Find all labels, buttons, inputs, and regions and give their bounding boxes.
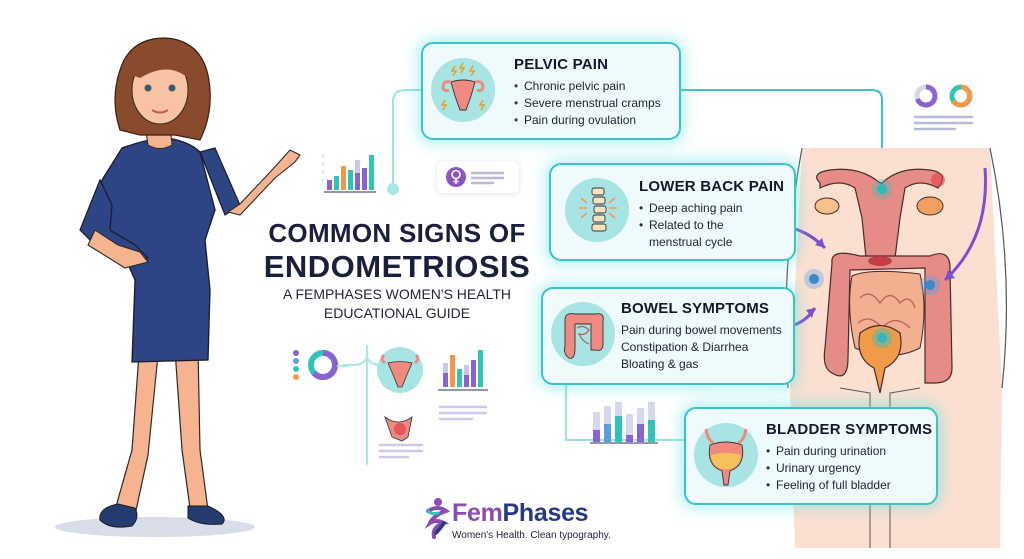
card-bladder-symptoms: BLADDER SYMPTOMS Pain during urination U…: [684, 407, 938, 505]
stacked-bar-chart: [590, 402, 658, 444]
right-shoe: [187, 505, 225, 525]
list-item: menstrual cycle: [639, 234, 742, 251]
brand-name-fem: Fem: [452, 499, 503, 527]
arrow-colon: [943, 167, 987, 282]
list-item: Related to the: [639, 217, 742, 234]
mini-bar: [334, 176, 339, 190]
card-list: Chronic pelvic pain Severe menstrual cra…: [514, 78, 661, 129]
list-item: Severe menstrual cramps: [514, 95, 661, 112]
mouth: [151, 109, 169, 114]
title-line2: ENDOMETRIOSIS: [263, 249, 531, 284]
card-heading: BOWEL SYMPTOMS: [621, 300, 770, 317]
page-title: COMMON SIGNS OF ENDOMETRIOSIS: [262, 218, 532, 285]
femphases-logo-icon: [424, 498, 450, 539]
card-heading: BLADDER SYMPTOMS: [766, 421, 933, 438]
list-item: Feeling of full bladder: [766, 477, 891, 494]
list-item: Bloating & gas: [621, 357, 699, 371]
hair-fringe: [132, 51, 191, 80]
connector-pelvic: [392, 89, 421, 188]
hotspots: [804, 179, 940, 348]
brand-tagline: Women's Health. Clean typography.: [452, 530, 611, 541]
list-item: Chronic pelvic pain: [514, 78, 661, 95]
mini-bar: [369, 155, 374, 190]
spine-icon: [565, 178, 629, 242]
right-hand: [226, 149, 301, 216]
subtitle-line2: EDUCATIONAL GUIDE: [323, 305, 471, 321]
venus-icon: [446, 167, 505, 187]
uterus-pain-icon: [431, 58, 495, 122]
connector-dot: [387, 183, 399, 195]
list-item: Urinary urgency: [766, 460, 891, 477]
connector-bowel: [565, 384, 686, 441]
card-pelvic-pain: PELVIC PAIN Chronic pelvic pain Severe m…: [421, 42, 681, 140]
card-heading: LOWER BACK PAIN: [639, 178, 785, 195]
mini-bar: [355, 173, 360, 190]
mini-bar: [341, 166, 346, 190]
card-heading: PELVIC PAIN: [514, 56, 609, 73]
card-list: Pain during urination Urinary urgency Fe…: [766, 443, 891, 494]
brand-name: FemPhases: [452, 499, 589, 528]
bladder: [858, 324, 902, 394]
donut-orange: [950, 84, 972, 108]
card-lower-back-pain: LOWER BACK PAIN Deep aching pain Related…: [549, 163, 796, 261]
left-eye: [144, 84, 152, 92]
left-leg: [114, 338, 159, 516]
mini-bar-chart-2: [438, 350, 488, 391]
donut-purple: [915, 84, 938, 108]
mini-bar-chart: [322, 155, 376, 193]
bladder-icon: [694, 423, 758, 487]
list-item: Pain during urination: [766, 443, 891, 460]
connector-pelvic-anatomy: [680, 89, 883, 188]
shadow: [55, 517, 255, 537]
card-bowel-symptoms: BOWEL SYMPTOMS Pain during bowel movemen…: [541, 287, 795, 385]
mini-bar: [348, 170, 353, 190]
card-list: Pain during bowel movements Constipation…: [621, 322, 782, 373]
donut-widget: [913, 84, 974, 131]
intestine-icon: [551, 302, 615, 366]
list-item: Pain during bowel movements: [621, 323, 782, 337]
list-item: Constipation & Diarrhea: [621, 340, 749, 354]
mini-bar: [327, 180, 332, 190]
uterus: [814, 168, 945, 259]
list-item: Pain during ovulation: [514, 112, 661, 129]
left-hand: [87, 229, 149, 269]
subtitle-line1: A FEMPHASES WOMEN'S HEALTH: [282, 286, 511, 302]
decor-cluster: [293, 347, 488, 459]
list-item-continuation: menstrual cycle: [649, 235, 733, 249]
list-item: Deep aching pain: [639, 200, 742, 217]
presenter-illustration: [55, 37, 301, 537]
female-symbol-chip: [437, 161, 519, 193]
dot-list: [293, 350, 299, 380]
brand-name-phases: Phases: [502, 499, 589, 527]
left-shoe: [99, 503, 138, 528]
mini-bar: [362, 168, 367, 190]
title-line1: COMMON SIGNS OF: [268, 218, 526, 248]
right-eye: [168, 84, 176, 92]
right-leg: [174, 347, 209, 511]
card-list: Deep aching pain Related to the menstrua…: [639, 200, 742, 251]
page-subtitle: A FEMPHASES WOMEN'S HEALTH EDUCATIONAL G…: [262, 285, 532, 323]
